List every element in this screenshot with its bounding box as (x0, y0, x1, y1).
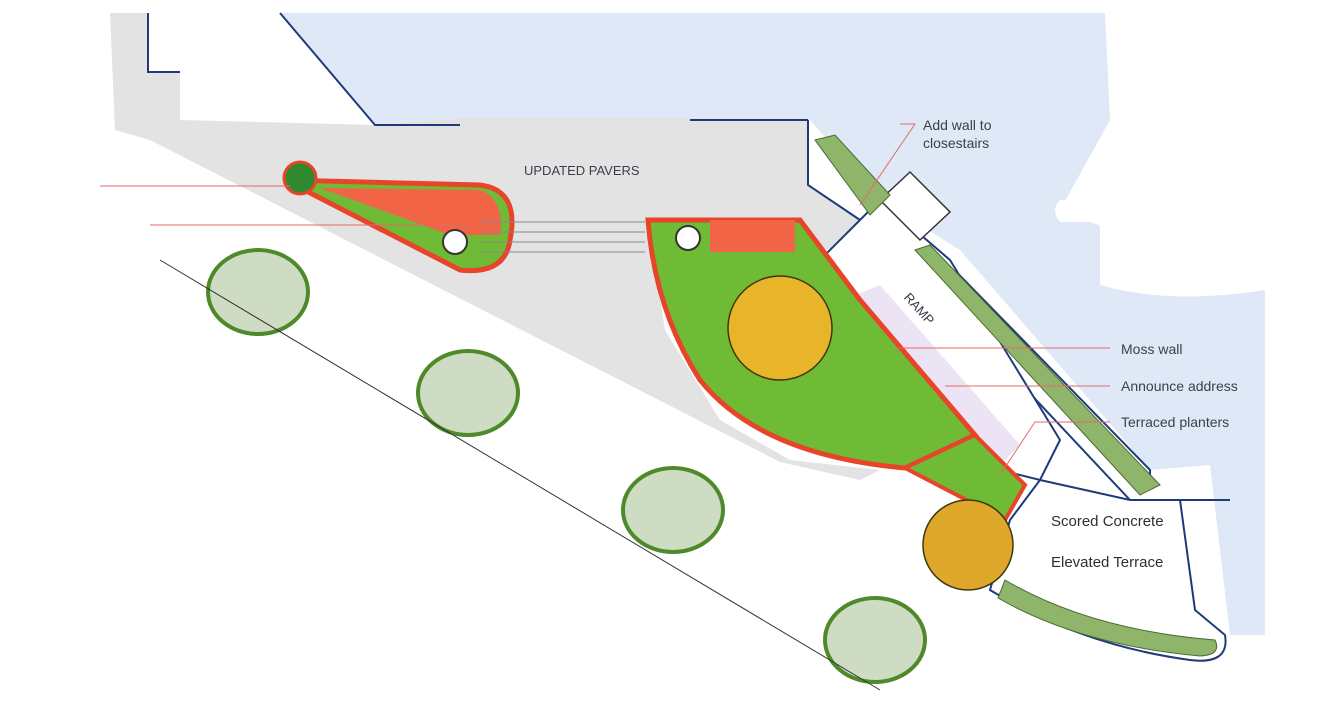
moss-wall-strip (855, 285, 1020, 465)
planter-red-bed (320, 188, 501, 235)
building-north (280, 13, 1265, 635)
label-elevated-terrace: Elevated Terrace (1051, 554, 1164, 571)
label-updated-pavers: UPDATED PAVERS (524, 163, 640, 178)
street-tree (621, 466, 725, 554)
hedge-upper (814, 134, 891, 216)
bollard-rows (480, 221, 645, 253)
tree-canopy-terrace (922, 499, 1014, 591)
street-tree (206, 248, 310, 336)
label-add-wall-line1: Add wall to (923, 117, 992, 133)
street-tree (823, 596, 927, 684)
label-scored-concrete: Scored Concrete (1051, 513, 1164, 530)
stairs (878, 170, 952, 242)
label-terraced-planters: Terraced planters (1121, 414, 1230, 430)
hedge-terrace (997, 579, 1218, 657)
palm-tree (282, 160, 318, 196)
label-announce-address: Announce address (1121, 378, 1238, 394)
leader-lines (100, 123, 1110, 476)
tree-canopy-main (727, 275, 833, 381)
street-tree (416, 349, 520, 437)
curb-line (159, 259, 881, 691)
planter-pot-right (675, 225, 701, 251)
label-add-wall-line2: closestairs (923, 135, 990, 151)
street-trees (206, 248, 927, 684)
building-notch (1055, 130, 1265, 297)
planter-red-bed-2 (710, 220, 795, 252)
planter-pot-left (442, 229, 468, 255)
label-moss-wall: Moss wall (1121, 341, 1183, 357)
hedge-ramp (914, 244, 1161, 496)
